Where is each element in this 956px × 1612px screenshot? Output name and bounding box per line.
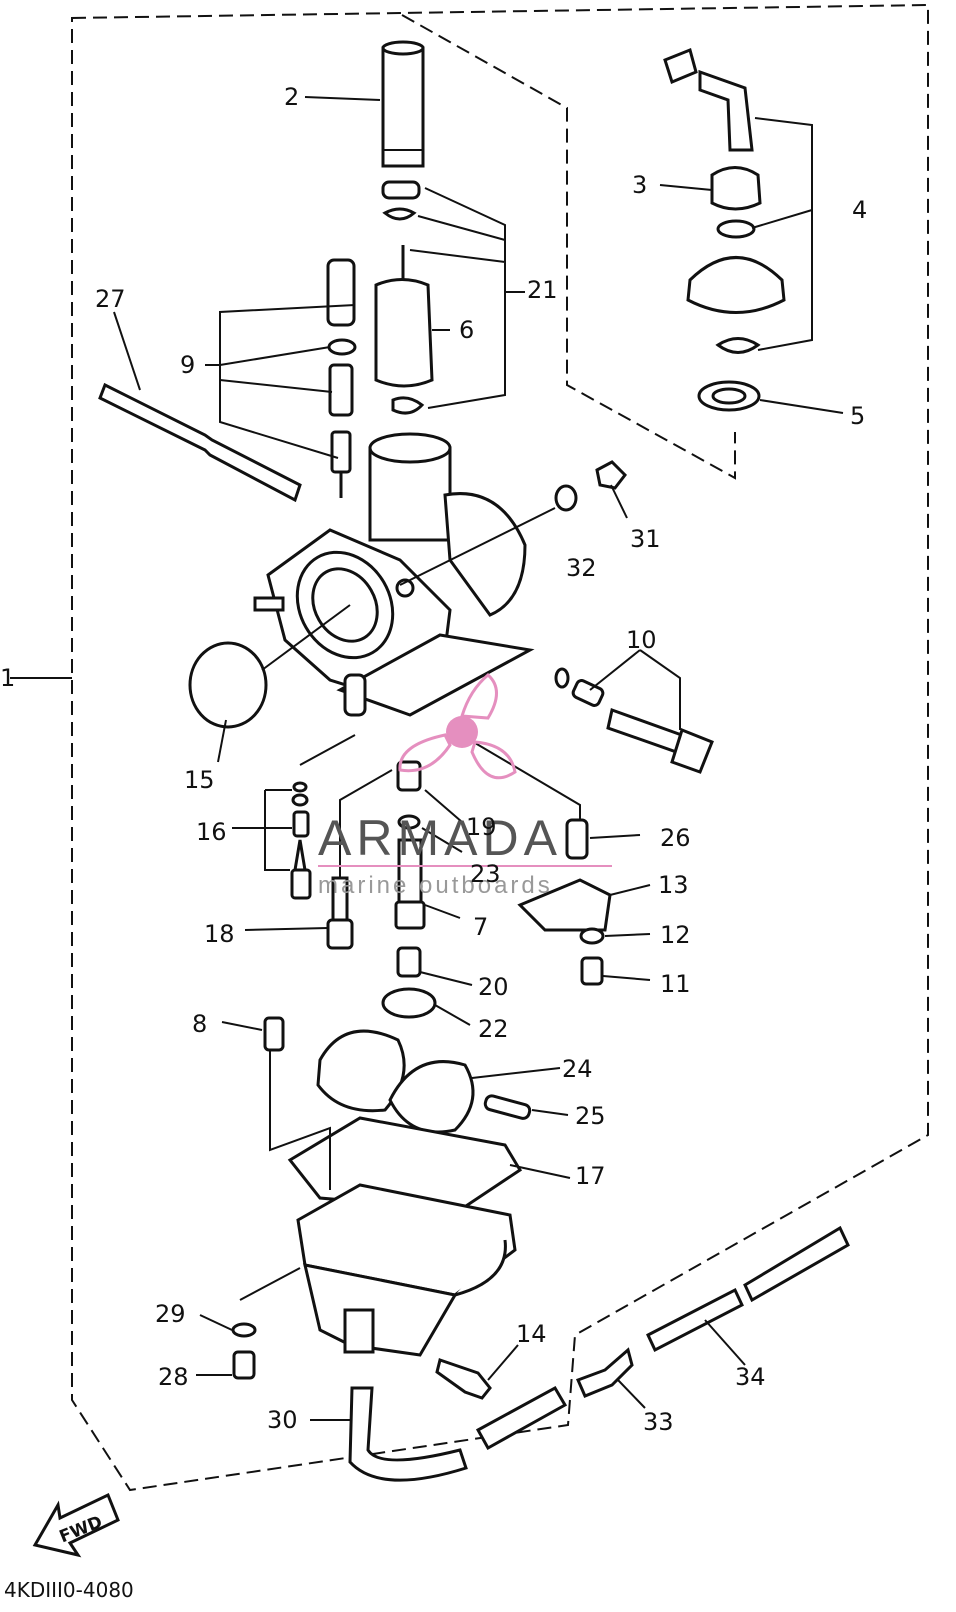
tube-part-2: [381, 40, 425, 168]
watermark-brand: ARMADA: [318, 810, 562, 866]
part-code: 4KDIII0-4080: [4, 1578, 134, 1602]
drain-parts-29-28: [231, 1322, 257, 1380]
overflow-hose-part-30b: [475, 1385, 568, 1451]
screw-washer-parts-31-32: [554, 460, 627, 512]
callout-1: 1: [0, 664, 15, 692]
callout-20: 20: [478, 973, 509, 1001]
callout-34: 34: [735, 1363, 766, 1391]
callout-32: 32: [566, 554, 597, 582]
callout-7: 7: [473, 913, 488, 941]
callout-21: 21: [527, 276, 558, 304]
callout-10: 10: [626, 626, 657, 654]
callout-5: 5: [850, 402, 865, 430]
fitting-part-33: [575, 1347, 634, 1398]
assembly-boundary: [71, 3, 929, 1492]
watermark-tagline: marine outboards: [318, 872, 553, 899]
hose-part-27: [98, 382, 302, 503]
callout-25: 25: [575, 1102, 606, 1130]
callout-23: 23: [470, 860, 501, 888]
throttle-stop-screw-part-10: [554, 667, 714, 774]
drain-screw-part-14: [435, 1358, 492, 1400]
gasket-part-17: [287, 1116, 523, 1212]
gasket-part-13: [517, 878, 612, 932]
callout-27: 27: [95, 285, 126, 313]
callout-18: 18: [204, 920, 235, 948]
callout-33: 33: [643, 1408, 674, 1436]
callout-2: 2: [284, 83, 299, 111]
float-bowl: [296, 1183, 517, 1357]
callout-15: 15: [184, 766, 215, 794]
float-part-24: [316, 1029, 475, 1134]
callout-22: 22: [478, 1015, 509, 1043]
callout-19: 19: [466, 813, 497, 841]
callout-17: 17: [575, 1162, 606, 1190]
washer-screw-parts-12-11: [579, 927, 605, 986]
callout-6: 6: [459, 316, 474, 344]
diaphragm-part-15: [188, 641, 268, 729]
armada-logo: [398, 673, 517, 780]
hose-part-34: [646, 1225, 850, 1353]
callout-30: 30: [267, 1406, 298, 1434]
callout-28: 28: [158, 1363, 189, 1391]
callout-26: 26: [660, 824, 691, 852]
callout-14: 14: [516, 1320, 547, 1348]
leader-lines: [10, 96, 844, 1421]
subassembly-boundary: [401, 14, 736, 480]
callout-8: 8: [192, 1010, 207, 1038]
callout-9: 9: [180, 351, 195, 379]
callout-29: 29: [155, 1300, 186, 1328]
throttle-valve-part-21: [374, 180, 434, 415]
callout-24: 24: [562, 1055, 593, 1083]
callout-13: 13: [658, 871, 689, 899]
callout-16: 16: [196, 818, 227, 846]
carburetor-body: [253, 432, 535, 717]
forward-arrow-icon: FWD: [32, 1492, 120, 1558]
pilot-screw-part-9: [326, 258, 357, 498]
cap-assembly-part-4: [663, 47, 786, 412]
main-jet-parts-20-22: [381, 946, 437, 1019]
callout-12: 12: [660, 921, 691, 949]
callout-31: 31: [630, 525, 661, 553]
callout-4: 4: [852, 196, 867, 224]
pin-part-25: [483, 1094, 532, 1120]
screw-part-8: [263, 1016, 285, 1052]
callout-11: 11: [660, 970, 691, 998]
screw-set-part-16: [290, 781, 312, 900]
callout-labels: 1 2 3 4 5 6 7 8 9 10 11 12 13 14 15 16 1…: [0, 83, 867, 1436]
plug-part-26: [565, 818, 589, 860]
callout-3: 3: [632, 171, 647, 199]
overflow-hose-part-30: [348, 1386, 468, 1482]
